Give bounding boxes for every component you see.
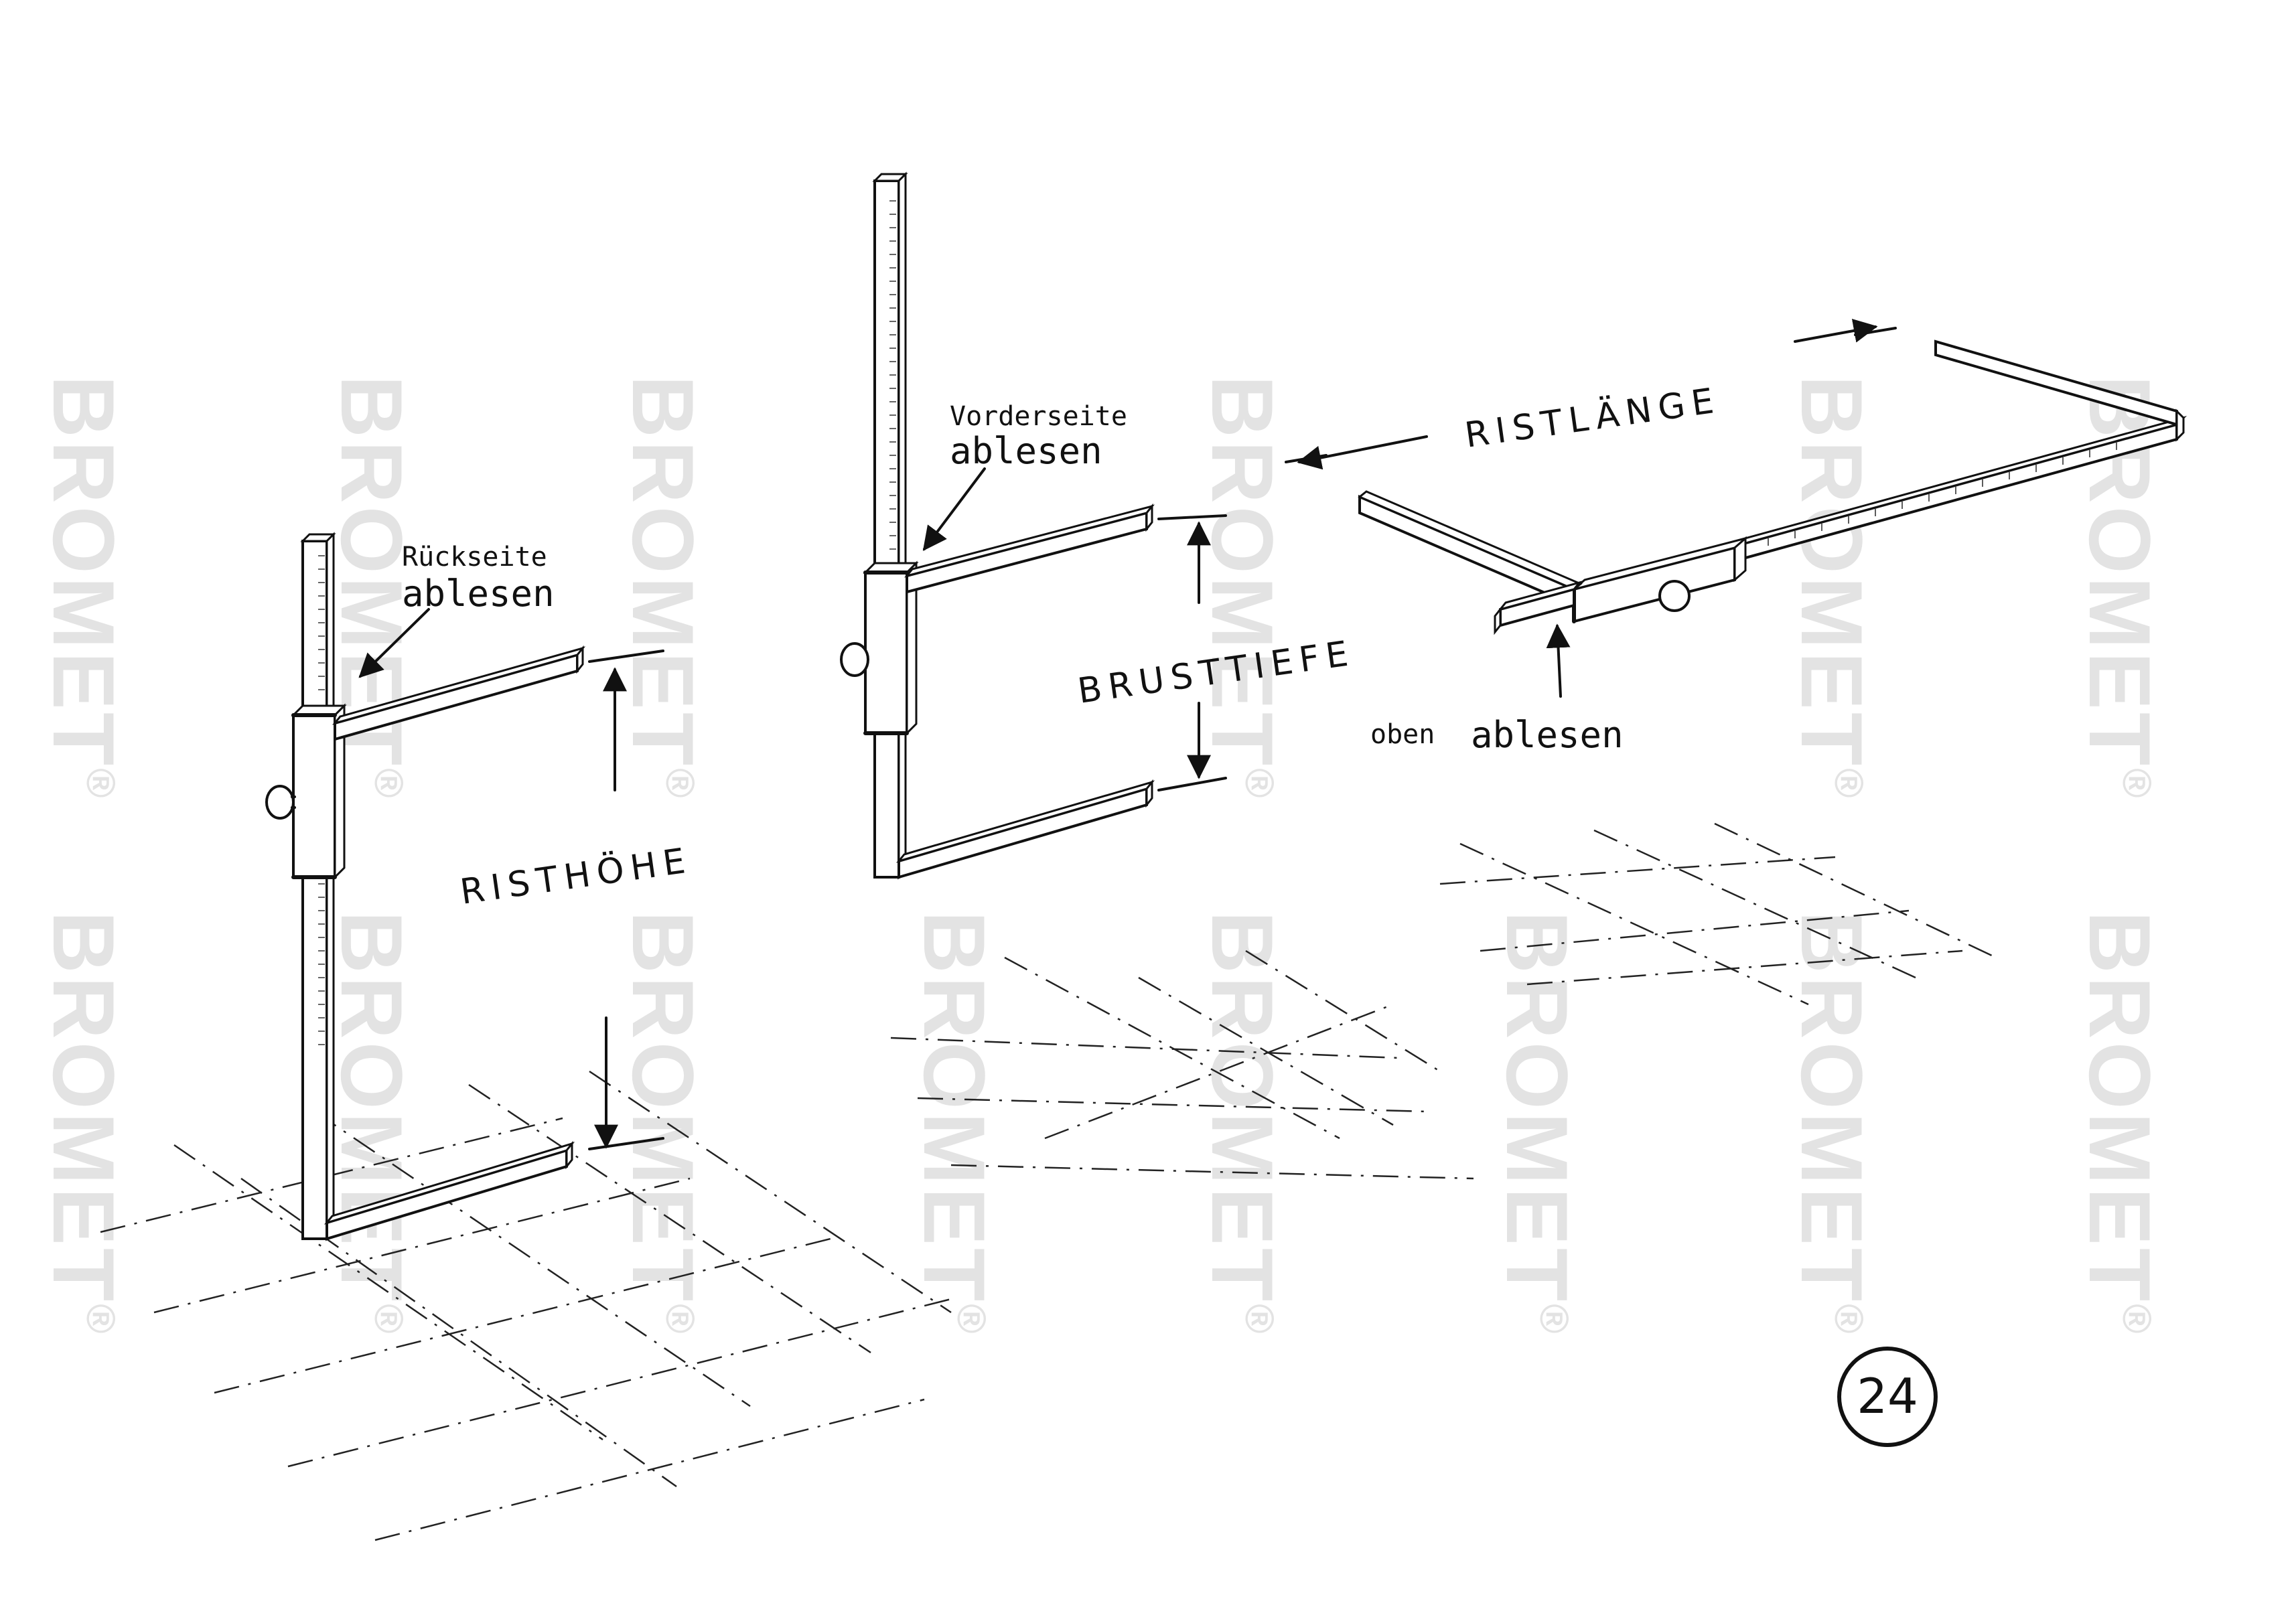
- right-clamp-knob: [1658, 580, 1691, 612]
- left-read-label-big: ablesen: [402, 573, 555, 615]
- watermark-registered-mark: ®: [1532, 1304, 1577, 1336]
- page-number-badge: 24: [1837, 1347, 1938, 1447]
- watermark-registered-mark: ®: [658, 1304, 703, 1336]
- watermark-text: BROMET®: [35, 375, 133, 801]
- watermark-text: BROMET®: [2071, 911, 2169, 1337]
- instrument-right: oben ablesen RISTLÄNGE: [1285, 319, 2187, 756]
- middle-slider-sleeve: [864, 571, 908, 735]
- middle-lower-arm: [898, 787, 1148, 879]
- watermark-registered-mark: ®: [2114, 1304, 2159, 1336]
- left-slider-sleeve: [292, 714, 336, 879]
- watermark-registered-mark: ®: [1237, 1304, 1282, 1336]
- watermark-text: BROMET®: [906, 911, 1003, 1337]
- watermark-text: BROMET®: [35, 911, 133, 1337]
- ground-grid-middle: [890, 949, 1474, 1180]
- middle-vertical-rod: [873, 179, 900, 879]
- right-measure-label: RISTLÄNGE: [1462, 380, 1723, 456]
- watermark-registered-mark: ®: [1826, 1304, 1871, 1336]
- watermark-registered-mark: ®: [2114, 768, 2159, 800]
- watermark-text: BROMET®: [1194, 375, 1291, 801]
- middle-clamp-knob: [840, 642, 869, 677]
- left-clamp-knob: [265, 785, 295, 820]
- middle-read-label-big: ablesen: [950, 430, 1102, 472]
- right-slider-block: [1573, 546, 1736, 623]
- watermark-registered-mark: ®: [1826, 768, 1871, 800]
- watermark-text: BROMET®: [323, 911, 421, 1337]
- watermark-text: BROMET®: [1783, 911, 1881, 1337]
- watermark-text: BROMET®: [1783, 375, 1881, 801]
- left-rod-scale: [318, 555, 325, 1045]
- watermark-text: BROMET®: [1488, 911, 1586, 1337]
- left-vertical-rod: [301, 540, 328, 1240]
- ground-grid-right: [1439, 822, 1997, 1006]
- left-measure-label: RISTHÖHE: [457, 840, 694, 913]
- watermark-registered-mark: ®: [658, 768, 703, 800]
- watermark-registered-mark: ®: [78, 1304, 123, 1336]
- watermark-text: BROMET®: [614, 375, 712, 801]
- middle-rod-scale: [889, 200, 896, 550]
- watermark-registered-mark: ®: [949, 1304, 994, 1336]
- left-read-label-small: Rückseite: [402, 542, 547, 573]
- middle-read-label-small: Vorderseite: [950, 401, 1127, 432]
- right-read-label-small: oben: [1370, 719, 1435, 750]
- watermark-text: BROMET®: [1194, 911, 1291, 1337]
- watermark-text: BROMET®: [614, 911, 712, 1337]
- watermark-registered-mark: ®: [1237, 768, 1282, 800]
- watermark-registered-mark: ®: [366, 1304, 411, 1336]
- right-read-label-big: ablesen: [1471, 714, 1624, 756]
- ground-grid-left: [100, 1070, 952, 1541]
- page-number: 24: [1857, 1368, 1918, 1424]
- watermark-registered-mark: ®: [366, 768, 411, 800]
- right-front-arm: [1358, 494, 1575, 608]
- watermark-layer: BROMET® BROMET® BROMET® BROMET® BROMET® …: [35, 375, 2169, 1337]
- watermark-registered-mark: ®: [78, 768, 123, 800]
